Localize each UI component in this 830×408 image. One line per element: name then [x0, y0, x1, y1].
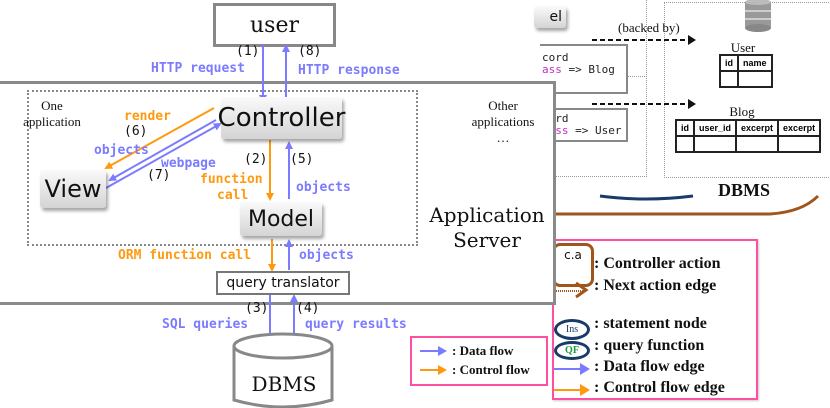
step-4: (4) — [296, 301, 320, 316]
legend-control-flow: : Control flow — [452, 362, 530, 377]
controller-action-icon: c.a — [552, 243, 594, 287]
table-header-cell: name — [737, 54, 773, 72]
user-label: user — [250, 12, 299, 38]
legend-data-flow-edge: : Data flow edge — [594, 358, 705, 375]
step-8: (8) — [298, 44, 322, 59]
step-1: (1) — [236, 44, 260, 59]
controller-action-icon-label: c.a — [564, 248, 582, 262]
controller-label: Controller — [217, 103, 346, 133]
step-6: (6) — [124, 124, 148, 139]
query-translator-label: query translator — [226, 275, 340, 291]
dark-blue-curve — [599, 194, 694, 201]
partial-model-node: el — [534, 6, 566, 28]
code-text: => Blog — [561, 63, 615, 76]
left-legend: : Data flow : Control flow — [410, 336, 548, 386]
one-application-box — [27, 90, 418, 246]
right-dbms-label: DBMS — [718, 180, 771, 200]
query-function-icon: QF — [554, 341, 590, 360]
model-node: Model — [240, 202, 322, 236]
step-5: (5) — [290, 152, 314, 167]
control-flow-edge-icon — [554, 384, 590, 396]
brown-curve — [548, 194, 820, 216]
backed-by-label: (backed by) — [618, 20, 680, 35]
code-line: cord — [542, 51, 569, 64]
user-table-title: User — [730, 40, 756, 55]
arrow-render — [104, 107, 215, 169]
data-flow-edge-icon — [554, 363, 590, 375]
label-sql-queries: SQL queries — [162, 317, 249, 332]
model-label: Model — [247, 206, 315, 232]
table-header-cell: excerpt — [735, 119, 780, 137]
table-header-cell: user_id — [693, 119, 738, 137]
controller-node: Controller — [218, 97, 345, 139]
one-application-label: One application — [20, 98, 84, 130]
blog-table: id user_id excerpt excerpt — [675, 119, 822, 153]
label-query-results: query results — [305, 317, 407, 332]
step-7: (7) — [147, 168, 171, 183]
next-action-edge-icon — [556, 281, 589, 299]
arrow-webpage — [105, 123, 222, 189]
dbms-label: DBMS — [251, 372, 317, 396]
view-label: View — [44, 175, 102, 203]
user-table: id name — [719, 54, 773, 88]
partial-model-label: el — [549, 9, 562, 25]
query-function-icon-label: QF — [565, 345, 579, 356]
data-flow-icon — [420, 346, 447, 356]
dbms-cylinder — [232, 332, 334, 408]
legend-controller-action: : Controller action — [594, 255, 721, 272]
step-3: (3) — [245, 301, 269, 316]
right-legend: c.a : Controller action : Next action ed… — [552, 239, 758, 400]
other-applications-label: Other applications … — [460, 98, 546, 146]
arrow-objects-view — [108, 119, 217, 181]
label-http-request: HTTP request — [151, 61, 245, 76]
application-server-label: Application Server — [420, 203, 554, 253]
query-translator-box: query translator — [216, 271, 350, 295]
legend-query-function: : query function — [594, 337, 705, 354]
label-render: render — [124, 109, 171, 124]
label-http-response: HTTP response — [298, 63, 400, 78]
label-function-call-1: function — [200, 172, 263, 187]
legend-control-flow-edge: : Control flow edge — [594, 379, 725, 396]
application-server-line1: Application — [429, 203, 545, 227]
arrowhead — [688, 35, 696, 45]
control-flow-icon — [420, 365, 447, 375]
legend-next-action-edge: : Next action edge — [594, 277, 717, 294]
one-application-line1: One — [41, 98, 63, 113]
code-text: => User — [568, 124, 622, 137]
statement-node-icon: Ins — [554, 319, 590, 340]
view-node: View — [40, 170, 106, 208]
step-2: (2) — [244, 152, 268, 167]
other-applications-line2: applications — [471, 114, 535, 129]
other-applications-line1: Other — [488, 98, 518, 113]
model-area — [540, 0, 647, 177]
other-applications-line3: … — [496, 130, 510, 145]
decorative-curves — [548, 194, 820, 216]
user-box: user — [213, 3, 336, 47]
label-webpage: webpage — [161, 156, 216, 171]
legend-data-flow: : Data flow — [452, 343, 514, 358]
legend-statement-node: : statement node — [594, 315, 707, 332]
label-function-call-2: call — [217, 188, 249, 203]
one-application-line2: application — [23, 114, 81, 129]
label-objects-translator: objects — [299, 248, 354, 263]
label-objects-model: objects — [296, 180, 351, 195]
statement-node-icon-label: Ins — [565, 324, 579, 335]
table-header-cell: excerpt — [777, 119, 822, 137]
backed-by-arrows — [592, 35, 696, 109]
table-header-cell: id — [675, 119, 695, 137]
table-header-cell: id — [719, 54, 739, 72]
label-orm-function-call: ORM function call — [118, 248, 252, 263]
right-diagram: el cord ass => Blog cord lass => User (b… — [534, 0, 830, 408]
blog-table-title: Blog — [729, 104, 755, 119]
arrowhead — [688, 99, 696, 109]
label-objects-view: objects — [94, 143, 149, 158]
code-keyword: ass — [542, 63, 562, 76]
database-icon — [745, 0, 771, 32]
application-server-line2: Server — [453, 228, 521, 252]
